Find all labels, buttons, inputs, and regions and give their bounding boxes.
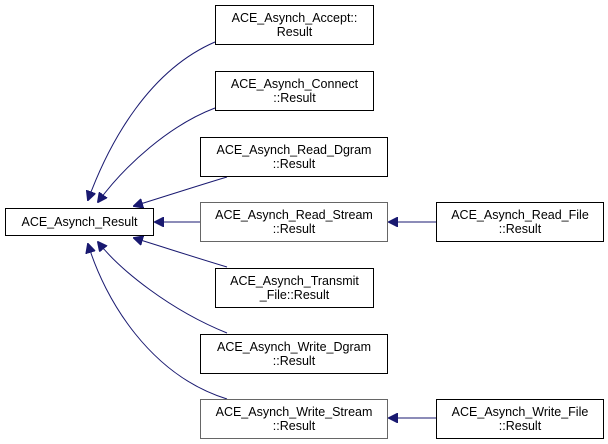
node-ace-asynch-result[interactable]: ACE_Asynch_Result [5, 208, 154, 236]
node-label-line-2: _File::Result [259, 288, 330, 302]
node-ace-asynch-read-dgram-result[interactable]: ACE_Asynch_Read_Dgram ::Result [200, 137, 388, 177]
edge-write-dgram-to-base [98, 242, 228, 334]
node-label-line-2: ::Result [272, 354, 316, 368]
edge-read-dgram-to-base [134, 176, 228, 206]
node-label-line-2: Result [276, 25, 313, 39]
node-label-line-2: ::Result [273, 91, 316, 105]
node-ace-asynch-accept-result[interactable]: ACE_Asynch_Accept:: Result [215, 5, 374, 45]
node-label-line-2: ::Result [272, 419, 316, 433]
edge-transmit-to-base [134, 238, 228, 268]
edge-accept-to-base [88, 41, 216, 200]
node-label-line-1: ACE_Asynch_Read_File [451, 208, 589, 222]
node-label-line-1: ACE_Asynch_Write_Stream [215, 405, 373, 419]
node-ace-asynch-write-stream-result[interactable]: ACE_Asynch_Write_Stream ::Result [200, 399, 388, 439]
node-label-line-2: ::Result [272, 222, 316, 236]
node-label-line-2: ::Result [498, 419, 542, 433]
node-ace-asynch-read-stream-result[interactable]: ACE_Asynch_Read_Stream ::Result [200, 202, 388, 242]
node-label-line-1: ACE_Asynch_Accept:: [231, 11, 358, 25]
node-label: ACE_Asynch_Result [21, 215, 138, 229]
node-label-line-1: ACE_Asynch_Write_File [451, 405, 589, 419]
node-ace-asynch-connect-result[interactable]: ACE_Asynch_Connect ::Result [215, 71, 374, 111]
node-ace-asynch-write-file-result[interactable]: ACE_Asynch_Write_File ::Result [436, 399, 604, 439]
node-ace-asynch-read-file-result[interactable]: ACE_Asynch_Read_File ::Result [436, 202, 604, 242]
node-ace-asynch-transmit-file-result[interactable]: ACE_Asynch_Transmit _File::Result [215, 268, 374, 308]
node-label-line-1: ACE_Asynch_Transmit [230, 274, 359, 288]
node-label-line-1: ACE_Asynch_Connect [230, 77, 359, 91]
node-label-line-1: ACE_Asynch_Read_Stream [215, 208, 373, 222]
edge-write-stream-to-base [88, 244, 228, 400]
node-label-line-1: ACE_Asynch_Read_Dgram [216, 143, 372, 157]
node-ace-asynch-write-dgram-result[interactable]: ACE_Asynch_Write_Dgram ::Result [200, 334, 388, 374]
node-label-line-1: ACE_Asynch_Write_Dgram [217, 340, 371, 354]
node-label-line-2: ::Result [272, 157, 316, 171]
edge-connect-to-base [98, 107, 216, 202]
node-label-line-2: ::Result [498, 222, 542, 236]
